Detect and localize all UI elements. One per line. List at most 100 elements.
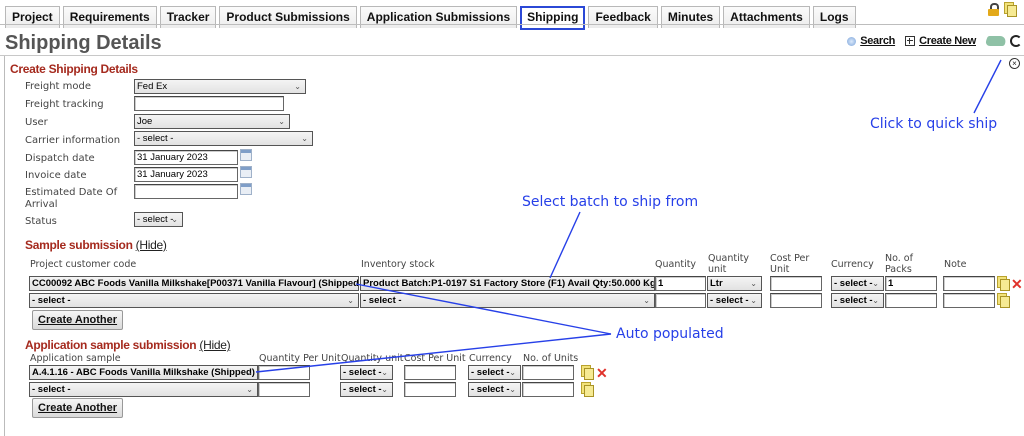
tab-product-submissions[interactable]: Product Submissions	[219, 6, 357, 28]
freight-tracking-input[interactable]	[134, 96, 284, 111]
no-of-units-input[interactable]	[522, 382, 574, 397]
lock-icon[interactable]	[988, 2, 999, 16]
copy-icon[interactable]	[1004, 2, 1017, 17]
calendar-icon[interactable]	[240, 183, 252, 195]
customer-code-select[interactable]: - select -⌄	[29, 293, 359, 308]
invoice-date-input[interactable]: 31 January 2023	[134, 167, 238, 182]
app-currency-select[interactable]: - select -⌄	[468, 382, 521, 397]
tab-bar: Project Requirements Tracker Product Sub…	[5, 6, 856, 30]
duplicate-row-icon[interactable]	[997, 293, 1010, 308]
close-icon[interactable]: ×	[1009, 58, 1020, 69]
section-title-application-submission: Application sample submission (Hide)	[25, 338, 231, 352]
duplicate-row-icon[interactable]	[581, 365, 594, 380]
note-input[interactable]	[943, 276, 995, 291]
chevron-down-icon: ⌄	[246, 385, 253, 394]
hide-application-link[interactable]: (Hide)	[199, 338, 231, 352]
customer-code-value: - select -	[32, 295, 71, 306]
calendar-icon[interactable]	[240, 166, 252, 178]
freight-mode-select[interactable]: Fed Ex⌄	[134, 79, 306, 94]
cost-per-unit-input[interactable]	[770, 276, 822, 291]
section-title-create-shipping: Create Shipping Details	[10, 62, 138, 76]
status-select[interactable]: - select -⌄	[134, 212, 183, 227]
inventory-stock-select[interactable]: - select -⌄	[360, 293, 655, 308]
eta-input[interactable]	[134, 184, 238, 199]
quantity-input[interactable]	[655, 293, 706, 308]
tab-divider	[0, 24, 1024, 25]
col-packs-line1: No. of	[885, 253, 913, 264]
header-actions: Search Create New	[847, 35, 1022, 47]
tab-application-submissions[interactable]: Application Submissions	[359, 6, 518, 28]
col-app-currency: Currency	[469, 353, 512, 364]
application-sample-select[interactable]: - select - ⌄	[29, 382, 258, 397]
calendar-icon[interactable]	[240, 149, 252, 161]
form-panel	[4, 56, 1024, 436]
quantity-per-unit-input[interactable]	[258, 365, 310, 380]
duplicate-row-icon[interactable]	[997, 276, 1010, 291]
tab-tracker[interactable]: Tracker	[159, 6, 217, 28]
packs-input[interactable]: 1	[885, 276, 937, 291]
search-icon[interactable]	[847, 36, 857, 46]
duplicate-row-icon[interactable]	[581, 382, 594, 397]
delete-row-icon[interactable]: ✕	[1011, 276, 1023, 292]
quantity-unit-select[interactable]: Ltr⌄	[707, 276, 762, 291]
chevron-down-icon: ⌄	[381, 385, 388, 394]
user-label: User	[25, 117, 48, 128]
col-app-cost-per-unit: Cost Per Unit	[404, 353, 466, 364]
application-sample-select[interactable]: A.4.1.16 - ABC Foods Vanilla Milkshake (…	[29, 365, 258, 380]
col-quantity-unit-line1: Quantity	[708, 253, 750, 264]
chevron-down-icon: ⌄	[509, 385, 516, 394]
refresh-icon[interactable]	[1010, 35, 1022, 47]
tab-project[interactable]: Project	[5, 6, 60, 28]
quantity-per-unit-input[interactable]	[258, 382, 310, 397]
note-input[interactable]	[943, 293, 995, 308]
no-of-units-input[interactable]	[522, 365, 574, 380]
dispatch-date-input[interactable]: 31 January 2023	[134, 150, 238, 165]
user-select[interactable]: Joe⌄	[134, 114, 290, 129]
delete-row-icon[interactable]: ✕	[596, 365, 608, 381]
search-link[interactable]: Search	[860, 35, 896, 47]
chevron-down-icon: ⌄	[872, 279, 879, 288]
app-currency-value: - select -	[471, 384, 510, 395]
carrier-label: Carrier information	[25, 135, 121, 146]
tab-logs[interactable]: Logs	[812, 6, 856, 28]
plus-box-icon[interactable]	[905, 36, 916, 46]
chevron-down-icon: ⌄	[171, 215, 178, 224]
top-icons	[988, 2, 1017, 17]
ship-icon[interactable]	[984, 36, 1008, 46]
tab-minutes[interactable]: Minutes	[660, 6, 721, 28]
col-app-quantity-unit: Quantity unit	[341, 353, 404, 364]
quantity-input[interactable]: 1	[655, 276, 706, 291]
app-quantity-unit-value: - select -	[343, 384, 382, 395]
packs-input[interactable]	[885, 293, 937, 308]
customer-code-select[interactable]: CC00092 ABC Foods Vanilla Milkshake[P003…	[29, 276, 359, 291]
app-quantity-unit-select[interactable]: - select -⌄	[340, 365, 393, 380]
col-inventory-stock: Inventory stock	[361, 259, 435, 270]
cost-per-unit-input[interactable]	[770, 293, 822, 308]
tab-requirements[interactable]: Requirements	[62, 6, 157, 28]
create-another-sample-button[interactable]: Create Another	[32, 310, 124, 330]
currency-value: - select -	[834, 278, 873, 289]
create-new-link[interactable]: Create New	[919, 35, 976, 47]
currency-select[interactable]: - select -⌄	[831, 276, 884, 291]
app-quantity-unit-select[interactable]: - select -⌄	[340, 382, 393, 397]
hide-sample-link[interactable]: (Hide)	[135, 238, 167, 252]
app-currency-select[interactable]: - select -⌄	[468, 365, 521, 380]
tab-shipping[interactable]: Shipping	[520, 6, 586, 30]
freight-mode-value: Fed Ex	[137, 81, 168, 92]
quantity-unit-select[interactable]: - select -⌄	[707, 293, 762, 308]
quantity-unit-value: - select -	[710, 295, 749, 306]
create-another-application-button[interactable]: Create Another	[32, 398, 124, 418]
currency-value: - select -	[834, 295, 873, 306]
col-application-sample: Application sample	[30, 353, 121, 364]
tab-attachments[interactable]: Attachments	[723, 6, 810, 28]
col-currency: Currency	[831, 259, 874, 270]
col-cost-line1: Cost Per	[770, 253, 810, 264]
app-cost-per-unit-input[interactable]	[404, 382, 456, 397]
carrier-select[interactable]: - select -⌄	[134, 131, 313, 146]
application-sample-value: - select -	[32, 384, 71, 395]
inventory-stock-select[interactable]: Product Batch:P1-0197 S1 Factory Store (…	[360, 276, 655, 291]
currency-select[interactable]: - select -⌄	[831, 293, 884, 308]
app-cost-per-unit-input[interactable]	[404, 365, 456, 380]
tab-feedback[interactable]: Feedback	[588, 6, 658, 28]
customer-code-value: CC00092 ABC Foods Vanilla Milkshake[P003…	[32, 278, 359, 289]
